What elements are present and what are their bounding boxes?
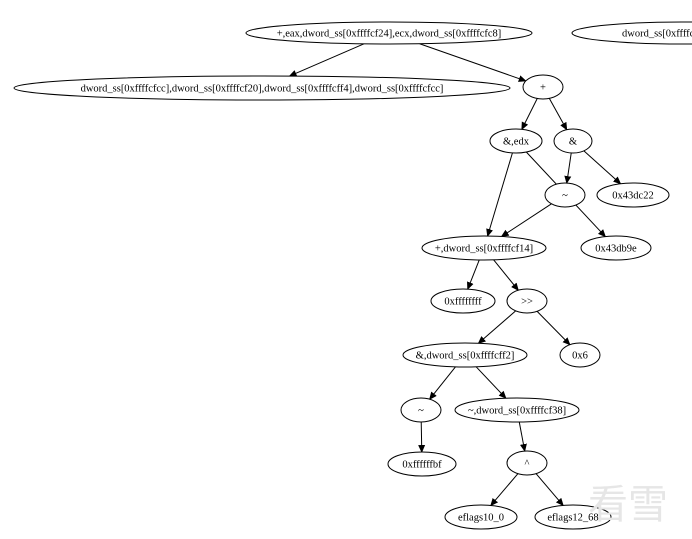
edge-n12-n14 [429, 366, 456, 400]
edge-n0-n2 [288, 43, 365, 77]
edge-n3-n4 [521, 98, 538, 131]
node-ellipse [454, 397, 580, 423]
node-ellipse [400, 397, 442, 423]
graph-node: 0x43dc22 [596, 182, 670, 208]
node-label: + [540, 83, 546, 94]
edge-n12-n15 [475, 366, 507, 399]
edge-n11-n12 [477, 310, 516, 344]
node-label: ~ [562, 191, 568, 202]
graph-node: eflags10_0 [444, 504, 518, 530]
node-ellipse [596, 182, 670, 208]
node-label: 0xffffffff [444, 297, 482, 308]
node-label: +,eax,dword_ss[0xffffcf24],ecx,dword_ss[… [277, 29, 502, 40]
node-label: ^ [525, 459, 530, 470]
node-ellipse [245, 21, 533, 45]
graph-node: >> [506, 288, 548, 314]
node-label: ~ [418, 406, 424, 417]
edge-n8-n11 [493, 259, 519, 291]
node-label: eflags10_0 [458, 513, 504, 524]
node-ellipse [534, 504, 612, 530]
graph-node: ~ [544, 182, 586, 208]
graph-node: +,eax,dword_ss[0xffffcf24],ecx,dword_ss[… [245, 21, 533, 45]
edge-n0-n3 [419, 43, 527, 82]
node-label: eflags12_68 [547, 513, 598, 524]
edge-n6-n8 [500, 203, 552, 238]
edge-n17-n19 [535, 473, 564, 507]
graph-node: 0xffffffff [430, 288, 496, 314]
graph-node: 0x43db9e [580, 235, 652, 261]
node-ellipse [489, 128, 543, 154]
edge-n5-n7 [583, 150, 622, 185]
watermark-logo: 看雪 [588, 482, 668, 528]
graph-node: ~,dword_ss[0xffffcf38] [454, 397, 580, 423]
edge-n15-n17 [518, 421, 527, 453]
node-label: dword_ss[0xffffc [622, 29, 692, 40]
graph-node: ~ [400, 397, 442, 423]
edge-n17-n18 [490, 473, 519, 507]
node-label: ~,dword_ss[0xffffcf38] [468, 406, 566, 417]
node-ellipse [559, 342, 601, 368]
node-ellipse [506, 450, 548, 476]
graph-node: eflags12_68 [534, 504, 612, 530]
edge-n4-n8 [486, 152, 513, 237]
edge-n3-n5 [548, 98, 568, 131]
graph-node: 0x6 [559, 342, 601, 368]
node-ellipse [544, 182, 586, 208]
node-ellipse [402, 342, 528, 368]
node-label: 0x6 [572, 351, 588, 362]
graph-node: &,dword_ss[0xffffcff2] [402, 342, 528, 368]
node-ellipse [571, 21, 692, 45]
graph-node: & [553, 128, 593, 154]
graph-node: ^ [506, 450, 548, 476]
node-ellipse [522, 74, 564, 100]
edge-n14-n16 [418, 421, 426, 454]
edge-n11-n13 [536, 310, 571, 346]
node-ellipse [553, 128, 593, 154]
node-label: &,dword_ss[0xffffcff2] [416, 351, 515, 362]
node-ellipse [421, 235, 547, 261]
node-ellipse [430, 288, 496, 314]
graph-node: 0xffffffbf [387, 451, 457, 477]
node-label: +,dword_ss[0xffffcf14] [435, 244, 533, 255]
edge-n8-n10 [467, 259, 480, 291]
node-label: 0x43dc22 [612, 191, 653, 202]
node-label: dword_ss[0xffffcfcc],dword_ss[0xffffcf20… [81, 84, 444, 95]
graph-node: dword_ss[0xffffcfcc],dword_ss[0xffffcf20… [13, 75, 511, 101]
node-ellipse [13, 75, 511, 101]
graph-node: + [522, 74, 564, 100]
node-ellipse [506, 288, 548, 314]
node-ellipse [580, 235, 652, 261]
node-ellipse [387, 451, 457, 477]
graph-node: &,edx [489, 128, 543, 154]
node-label: 0xffffffbf [402, 460, 442, 471]
edge-n5-n6 [564, 152, 572, 185]
node-label: & [569, 137, 577, 148]
node-label: >> [521, 297, 533, 308]
node-label: &,edx [503, 137, 530, 148]
graph-node: +,dword_ss[0xffffcf14] [421, 235, 547, 261]
node-ellipse [444, 504, 518, 530]
node-label: 0x43db9e [595, 244, 637, 255]
graph-node: dword_ss[0xffffc [571, 21, 692, 45]
